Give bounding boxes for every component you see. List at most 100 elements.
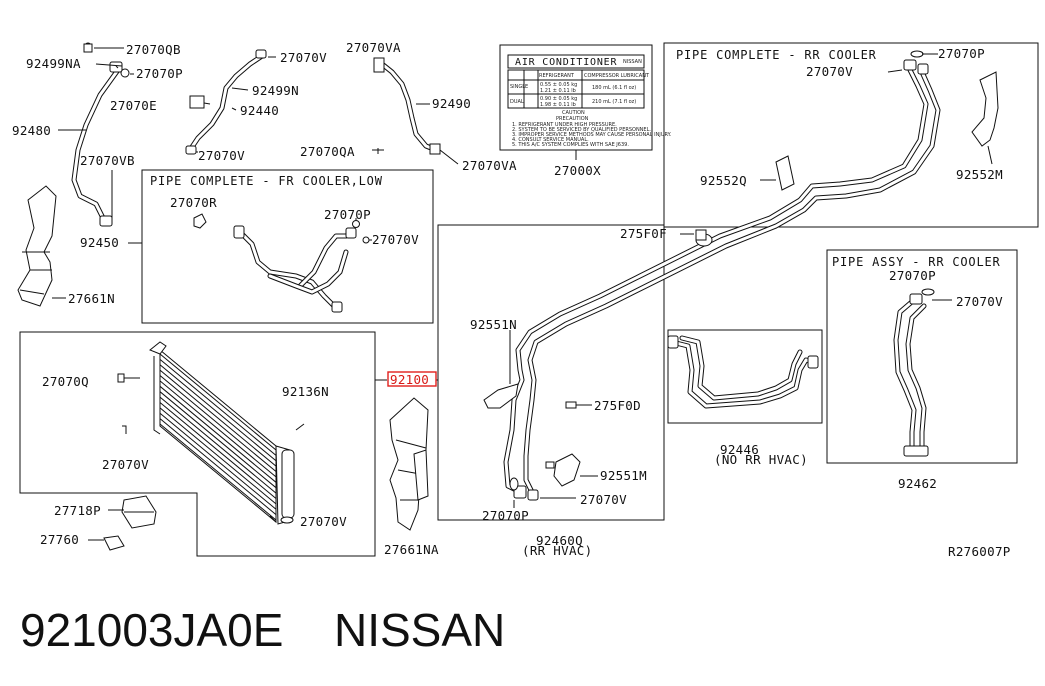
ac-label-row1a: SINGLE [510,84,528,90]
label-92460q-note: (RR HVAC) [522,543,592,558]
label-92440: 92440 [240,103,279,118]
label-275f0f: 275F0F [620,226,667,241]
label-27718p: 27718P [54,503,101,518]
pipe-92480 [58,42,134,227]
bracket-92552m [971,71,999,165]
pipe-fr-cooler [193,213,372,313]
label-27070v-assy: 27070V [956,294,1003,309]
ac-label-row1d: 180 mL (6.1 fl oz) [592,85,636,91]
label-27070qa: 27070QA [300,144,355,159]
label-27070v-b: 27070V [198,148,245,163]
diagram-id: R276007P [948,544,1011,559]
leader-low-parts [513,497,576,508]
ac-label-col2: COMPRESSOR LUBRICANT [584,73,650,79]
label-27070vb: 27070VB [80,153,135,168]
grommet-275f0f [680,229,713,247]
label-27070p-rr: 27070P [938,46,985,61]
frame-lines [19,42,1039,557]
label-27760: 27760 [40,532,79,547]
title-fr-cooler: PIPE COMPLETE - FR COOLER,LOW [150,174,383,188]
label-27661n: 27661N [68,291,115,306]
clip-92551m [545,453,598,487]
ac-label-row1c: 1.21 ± 0.11 lb [540,88,576,94]
pipe-92462 [893,288,952,457]
label-27070v-cd1: 27070V [102,457,149,472]
frame-rr-hvac [437,224,665,521]
condenser-fin [159,423,277,521]
shield-27661n [17,185,66,307]
pipe-92446 [667,335,819,409]
label-27070qb: 27070QB [126,42,181,57]
shield-27661na [389,397,429,531]
label-27070va-top: 27070VA [346,40,401,55]
label-27070v-low: 27070V [580,492,627,507]
condenser-fin [159,396,277,494]
title-rr-assy: PIPE ASSY - RR COOLER [832,255,1001,269]
label-27070q: 27070Q [42,374,89,389]
label-92100[interactable]: 92100 [390,372,429,387]
ac-label-col1: REFRIGERANT [539,73,575,79]
label-27661na: 27661NA [384,542,439,557]
ac-label-brand: NISSAN [623,59,642,65]
label-27070p-fr: 27070P [324,207,371,222]
label-92136n: 92136N [282,384,329,399]
condenser-fin [159,407,277,505]
bracket-92551n [483,330,519,409]
box-fr-cooler [141,169,434,324]
pipe-92490 [372,57,459,165]
box-rr-cooler [663,42,1039,228]
brand-caption: NISSAN [334,604,505,656]
label-27070v-top: 27070V [280,50,327,65]
label-27070v-cd2: 27070V [300,514,347,529]
condenser-fin [159,375,277,472]
title-rr-cooler: PIPE COMPLETE - RR COOLER [676,48,877,62]
label-92460q: 92460Q [536,533,583,548]
clip-92552q [760,155,795,191]
label-27070p-a: 27070P [136,66,183,81]
condenser-fin [159,369,277,467]
label-27070r: 27070R [170,195,217,210]
label-27000x: 27000X [554,163,601,178]
label-27070v-rr: 27070V [806,64,853,79]
ac-label-p3: 3. IMPROPER SERVICE METHODS MAY CAUSE PE… [512,132,672,138]
part-number-caption: 921003JA0E [20,604,283,656]
label-27070e: 27070E [110,98,157,113]
label-92446-note: (NO RR HVAC) [714,452,808,467]
ac-label-p5: 5. THIS A/C SYSTEM COMPLIES WITH SAE J63… [512,142,629,148]
label-92480: 92480 [12,123,51,138]
condenser-fin [159,402,277,499]
ac-label-header: AIR CONDITIONER [515,57,617,68]
label-92450: 92450 [80,235,119,250]
parts-27718p-27760 [88,495,157,551]
ac-label-p2: 2. SYSTEM TO BE SERVICED BY QUALIFIED PE… [512,127,651,133]
label-275f0d: 275F0D [594,398,641,413]
ac-label-caution: CAUTION [562,110,585,116]
ac-label-row1b: 0.55 ± 0.05 kg [540,82,577,88]
label-92462: 92462 [898,476,937,491]
label-92551n: 92551N [470,317,517,332]
box-rr-assy [826,249,1018,464]
callouts: 27070QB 92499NA 27070P 92480 27070VB 924… [12,40,1011,559]
condenser-fin [159,418,277,516]
ac-label-27000x: AIR CONDITIONER NISSAN REFRIGERANT COMPR… [499,44,672,160]
label-92551m: 92551M [600,468,647,483]
pipe-92440 [185,49,276,155]
label-92499n: 92499N [252,83,299,98]
label-92490: 92490 [432,96,471,111]
bolt-275f0d [565,401,592,409]
condenser-92100 [117,341,305,525]
label-27070p-low: 27070P [482,508,529,523]
condenser-fin [159,364,277,462]
condenser-fin [159,380,277,478]
label-92552q: 92552Q [700,173,747,188]
label-92499na: 92499NA [26,56,81,71]
condenser-fin [159,358,277,456]
ac-label-row2b: 0.90 ± 0.05 kg [540,96,577,102]
ac-label-row2c: 1.98 ± 0.11 lb [540,102,576,108]
highlight-92100-box [387,371,437,387]
box-condenser [19,331,376,557]
ac-label-p4: 4. CONSULT SERVICE MANUAL. [512,137,589,143]
ac-label-row2d: 210 mL (7.1 fl oz) [592,99,636,105]
condenser-fin [159,412,277,510]
